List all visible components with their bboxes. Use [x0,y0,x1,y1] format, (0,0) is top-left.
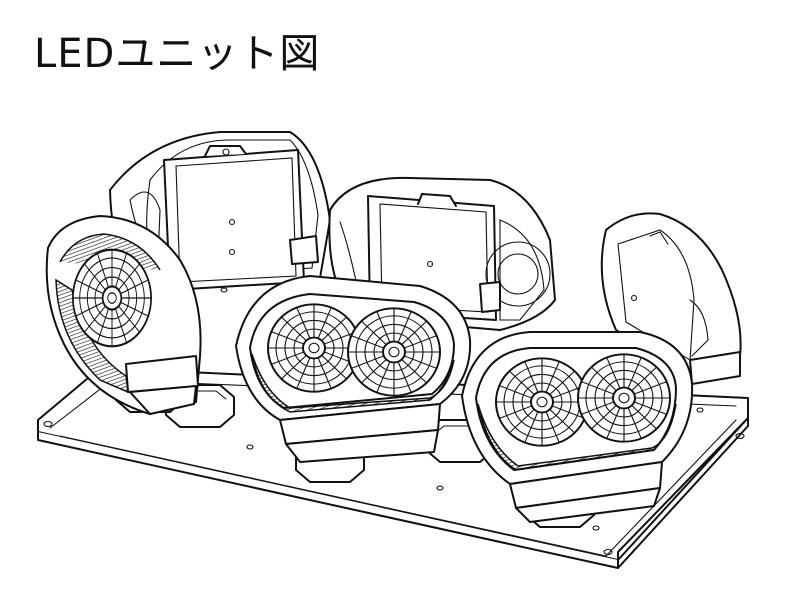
led-unit-front-left [45,215,202,415]
led-unit-front-right [461,331,694,523]
led-unit-front-center [235,275,472,463]
page-title: LEDユニット図 [34,31,321,77]
